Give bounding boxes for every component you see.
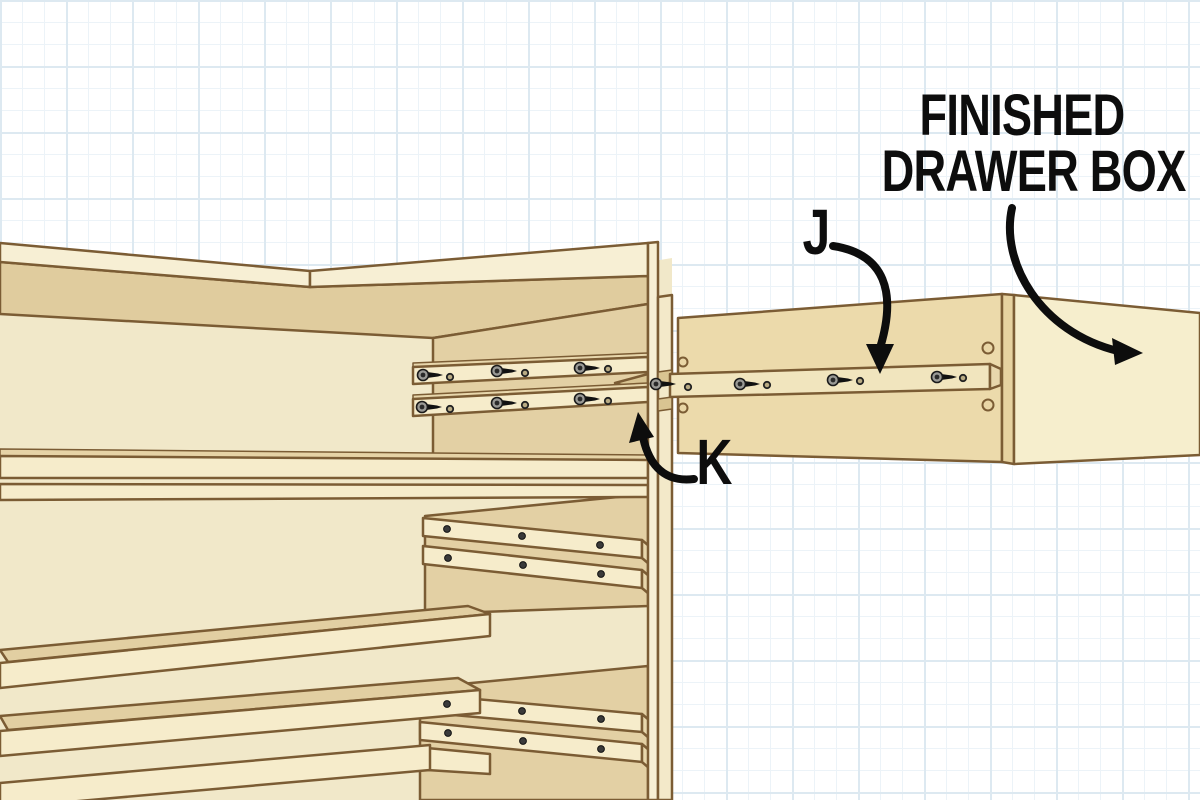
screw-icon bbox=[930, 370, 957, 384]
pilot-hole-icon bbox=[520, 368, 530, 378]
screw-head-icon bbox=[597, 570, 605, 578]
screw-icon bbox=[415, 400, 442, 414]
arrow-j-curve bbox=[829, 242, 892, 352]
bottom-shelf-end-cap bbox=[425, 746, 492, 776]
screw-fasteners bbox=[415, 361, 968, 753]
middle-shelf-front-edge bbox=[0, 612, 492, 690]
dowel-hole bbox=[981, 398, 995, 412]
screw-head-icon bbox=[518, 707, 526, 715]
pilot-hole-icon bbox=[958, 373, 968, 383]
pilot-hole-icon bbox=[603, 364, 613, 374]
finished-drawer-box-label: FINISHED DRAWER BOX bbox=[882, 87, 1187, 201]
pilot-hole-icon bbox=[762, 380, 772, 390]
screw-head-icon bbox=[518, 532, 526, 540]
pilot-hole-icon bbox=[855, 376, 865, 386]
drawer-slide-rail-end bbox=[988, 362, 1003, 391]
screw-icon bbox=[649, 377, 676, 391]
arrow-k-head bbox=[629, 412, 654, 443]
finished-drawer-box-label-line1: FINISHED bbox=[919, 83, 1126, 148]
screw-head-icon bbox=[597, 715, 605, 723]
callout-arrows bbox=[638, 204, 1122, 484]
screw-head-icon bbox=[444, 554, 452, 562]
cabinet bbox=[0, 240, 674, 800]
screw-icon bbox=[733, 377, 760, 391]
dowel-hole bbox=[677, 356, 689, 368]
long-shelf-front-edge bbox=[0, 454, 650, 480]
arrow-k-curve bbox=[638, 428, 698, 484]
long-shelf-cleat bbox=[0, 482, 650, 502]
screw-icon bbox=[416, 368, 443, 382]
pilot-hole-icon bbox=[445, 372, 455, 382]
callout-arrowheads bbox=[629, 338, 1143, 443]
pilot-hole-icon bbox=[683, 382, 693, 392]
slide-2-pass-through bbox=[657, 396, 673, 412]
arrow-title-curve bbox=[1005, 204, 1122, 355]
screw-icon bbox=[826, 373, 853, 387]
dowel-hole bbox=[981, 341, 995, 355]
screw-head-icon bbox=[519, 561, 527, 569]
part-label-j: J bbox=[802, 196, 831, 268]
screw-head-icon bbox=[443, 525, 451, 533]
cabinet-side-panel-edge bbox=[656, 293, 674, 800]
dowel-hole bbox=[677, 402, 689, 414]
arrow-title-head bbox=[1112, 338, 1143, 365]
part-label-k: K bbox=[696, 426, 732, 498]
pilot-hole-icon bbox=[520, 400, 530, 410]
drawer-front-panel bbox=[1012, 293, 1200, 466]
screw-head-icon bbox=[596, 541, 604, 549]
arrow-j-head bbox=[866, 344, 894, 374]
screw-head-icon bbox=[597, 745, 605, 753]
screw-icon bbox=[573, 392, 600, 406]
screw-head-icon bbox=[443, 700, 451, 708]
screw-icon bbox=[573, 361, 600, 375]
cabinet-front-stile bbox=[646, 240, 660, 800]
screw-icon bbox=[490, 396, 517, 410]
pilot-hole-icon bbox=[603, 396, 613, 406]
lower-shelf-front-edge bbox=[0, 688, 482, 758]
screw-head-icon bbox=[444, 729, 452, 737]
bottom-shelf-front-edge bbox=[0, 743, 432, 800]
screw-head-icon bbox=[519, 737, 527, 745]
drawer-corner-edge bbox=[1000, 292, 1016, 466]
pilot-hole-icon bbox=[445, 404, 455, 414]
screw-icon bbox=[490, 364, 517, 378]
finished-drawer-box-label-line2: DRAWER BOX bbox=[881, 139, 1187, 204]
